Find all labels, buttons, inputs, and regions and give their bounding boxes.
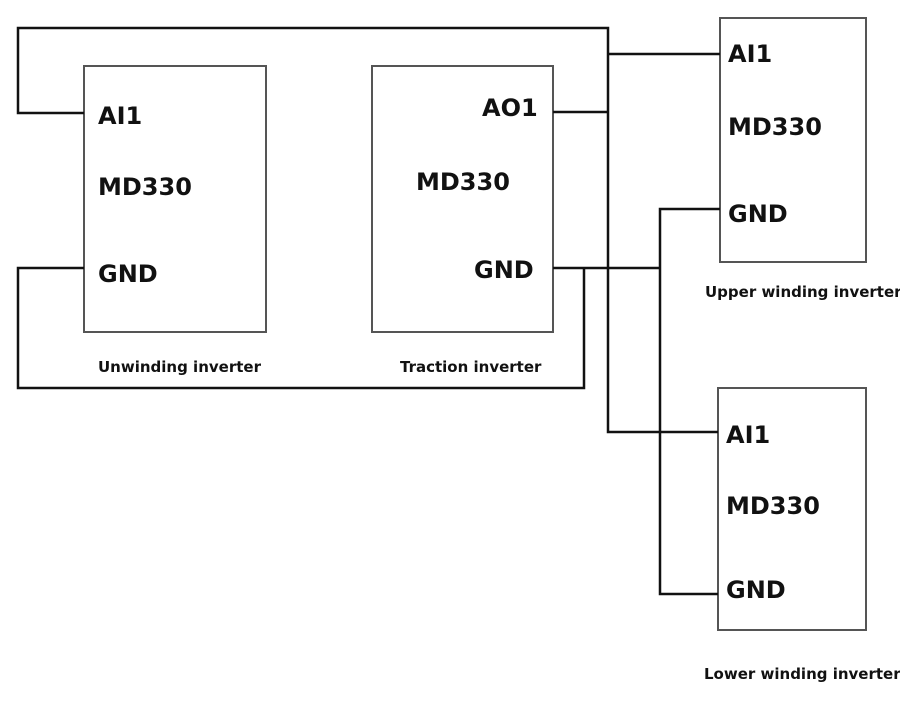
wire-unwinding-gnd	[16, 266, 586, 390]
upper-winding-inverter: AI1 MD330 GND Upper winding inverter	[705, 17, 900, 301]
lower-ai1-label: AI1	[726, 421, 770, 449]
unwinding-caption: Unwinding inverter	[98, 358, 262, 376]
wire-upper-gnd	[658, 207, 720, 268]
unwinding-inverter: AI1 MD330 GND Unwinding inverter	[83, 65, 267, 376]
wire-lower-ai1	[606, 112, 718, 434]
traction-model-label: MD330	[416, 168, 510, 196]
unwinding-ai1-label: AI1	[98, 102, 142, 130]
traction-caption: Traction inverter	[400, 358, 542, 376]
unwinding-inverter-box	[83, 65, 267, 333]
upper-model-label: MD330	[728, 113, 822, 141]
lower-winding-inverter: AI1 MD330 GND Lower winding inverter	[704, 387, 900, 683]
upper-gnd-label: GND	[728, 200, 788, 228]
traction-inverter: AO1 MD330 GND Traction inverter	[371, 65, 554, 376]
traction-gnd-label: GND	[474, 256, 534, 284]
unwinding-model-label: MD330	[98, 173, 192, 201]
traction-inverter-box	[371, 65, 554, 333]
wire-lower-gnd	[658, 268, 718, 596]
traction-ao1-label: AO1	[482, 94, 538, 122]
lower-model-label: MD330	[726, 492, 820, 520]
wire-unwinding-ai1	[16, 26, 610, 115]
lower-gnd-label: GND	[726, 576, 786, 604]
upper-caption: Upper winding inverter	[705, 283, 900, 301]
upper-ai1-label: AI1	[728, 40, 772, 68]
lower-winding-inverter-box	[717, 387, 867, 631]
wires	[16, 26, 720, 596]
upper-winding-inverter-box	[719, 17, 867, 263]
lower-caption: Lower winding inverter	[704, 665, 900, 683]
unwinding-gnd-label: GND	[98, 260, 158, 288]
